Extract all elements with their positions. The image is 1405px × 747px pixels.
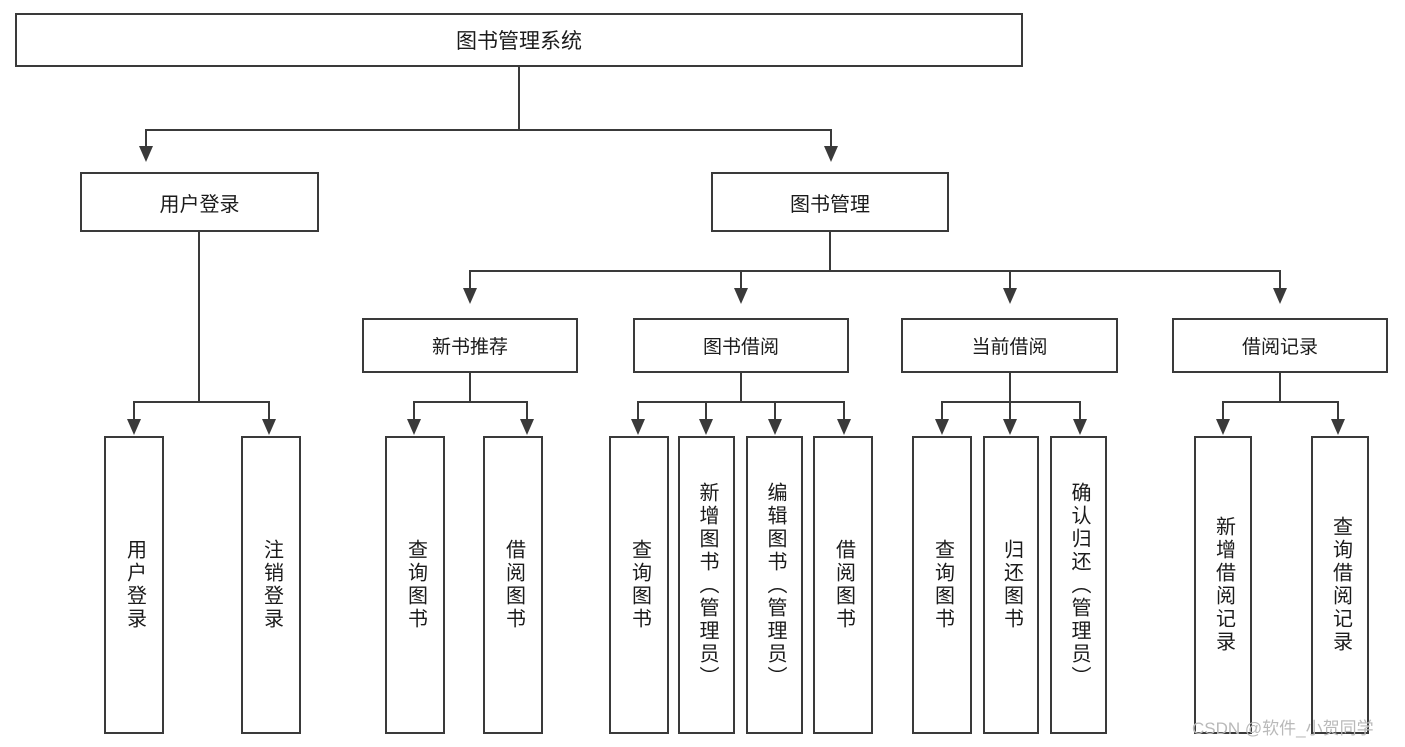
node-book-manage[interactable]: 图书管理 [711,172,949,232]
leaf-current-query-book[interactable]: 查询图书 [912,436,972,734]
connector-currentborrow-bus [941,401,1081,403]
connector-recommend-leg-1 [413,401,415,420]
node-label: 借阅图书 [502,539,525,631]
arrow-to-leaf-borrow-book-b [837,419,851,435]
connector-root-bus [145,129,832,131]
node-current-borrow[interactable]: 当前借阅 [901,318,1118,373]
connector-currentborrow-leg-3 [1079,401,1081,420]
connector-level3-bus [469,270,1281,272]
connector-root-leg-right [830,129,832,148]
node-label: 注销登录 [260,539,283,631]
node-label: 编辑图书（管理员） [764,481,786,689]
connector-level3-leg-3 [1009,270,1011,289]
node-label: 查询图书 [931,539,954,631]
csdn-watermark: CSDN @软件_小贺同学 [1192,719,1374,738]
leaf-borrow-add-book[interactable]: 新增图书（管理员） [678,436,735,734]
leaf-record-query[interactable]: 查询借阅记录 [1311,436,1369,734]
node-label: 查询图书 [628,539,651,631]
node-book-borrow[interactable]: 图书借阅 [633,318,849,373]
node-label: 查询图书 [404,539,427,631]
node-label: 查询借阅记录 [1329,516,1352,654]
arrow-to-leaf-return-book [1003,419,1017,435]
node-label: 新增借阅记录 [1212,516,1235,654]
connector-currentborrow-stem [1009,373,1011,402]
arrow-to-leaf-logout [262,419,276,435]
connector-bookborrow-leg-3 [774,401,776,420]
connector-recommend-bus [413,401,528,403]
leaf-recommend-borrow-book[interactable]: 借阅图书 [483,436,543,734]
connector-borrowrecord-leg-1 [1222,401,1224,420]
node-label: 图书管理系统 [456,30,582,53]
arrow-to-leaf-add-book [699,419,713,435]
arrow-to-leaf-add-record [1216,419,1230,435]
arrow-to-user-login [139,146,153,162]
connector-level3-leg-4 [1279,270,1281,289]
node-label: 用户登录 [159,193,240,216]
connector-currentborrow-leg-2 [1009,401,1011,420]
arrow-to-leaf-query-book-a [407,419,421,435]
node-new-book-recommend[interactable]: 新书推荐 [362,318,578,373]
arrow-to-new-book-recommend [463,288,477,304]
arrow-to-borrow-record [1273,288,1287,304]
connector-recommend-stem [469,373,471,402]
node-label: 图书借阅 [702,337,779,358]
connector-bookborrow-bus [637,401,845,403]
connector-userlogin-stem [198,232,200,402]
connector-borrowrecord-stem [1279,373,1281,402]
leaf-borrow-borrow-book[interactable]: 借阅图书 [813,436,873,734]
arrow-to-leaf-query-book-b [631,419,645,435]
node-label: 新增图书（管理员） [696,481,718,689]
connector-bookmanage-stem [829,232,831,271]
connector-borrowrecord-bus [1222,401,1339,403]
node-label: 确认归还（管理员） [1068,481,1090,689]
leaf-current-return-book[interactable]: 归还图书 [983,436,1039,734]
leaf-borrow-edit-book[interactable]: 编辑图书（管理员） [746,436,803,734]
connector-bookborrow-leg-2 [705,401,707,420]
node-user-login[interactable]: 用户登录 [80,172,319,232]
connector-root-leg-left [145,129,147,148]
node-label: 当前借阅 [971,337,1048,358]
node-label: 借阅记录 [1241,337,1318,358]
connector-level3-leg-2 [740,270,742,289]
connector-userlogin-bus [133,401,269,403]
connector-recommend-leg-2 [526,401,528,420]
connector-root-stem [518,67,520,130]
arrow-to-leaf-query-record [1331,419,1345,435]
node-label: 借阅图书 [832,539,855,631]
node-root-system[interactable]: 图书管理系统 [15,13,1023,67]
arrow-to-book-manage [824,146,838,162]
node-label: 归还图书 [1000,539,1023,631]
arrow-to-leaf-edit-book [768,419,782,435]
leaf-current-confirm-return[interactable]: 确认归还（管理员） [1050,436,1107,734]
connector-level3-leg-1 [469,270,471,289]
leaf-borrow-query-book[interactable]: 查询图书 [609,436,669,734]
connector-bookborrow-stem [740,373,742,402]
leaf-record-add[interactable]: 新增借阅记录 [1194,436,1252,734]
arrow-to-leaf-borrow-book-a [520,419,534,435]
leaf-logout[interactable]: 注销登录 [241,436,301,734]
leaf-user-login[interactable]: 用户登录 [104,436,164,734]
connector-currentborrow-leg-1 [941,401,943,420]
connector-bookborrow-leg-1 [637,401,639,420]
leaf-recommend-query-book[interactable]: 查询图书 [385,436,445,734]
node-label: 新书推荐 [431,337,508,358]
node-borrow-record[interactable]: 借阅记录 [1172,318,1388,373]
arrow-to-book-borrow [734,288,748,304]
connector-userlogin-leg-1 [133,401,135,420]
arrow-to-leaf-query-book-c [935,419,949,435]
arrow-to-leaf-user-login [127,419,141,435]
connector-borrowrecord-leg-2 [1337,401,1339,420]
arrow-to-leaf-confirm-return [1073,419,1087,435]
connector-userlogin-leg-2 [268,401,270,420]
connector-bookborrow-leg-4 [843,401,845,420]
node-label: 用户登录 [123,539,146,631]
arrow-to-current-borrow [1003,288,1017,304]
node-label: 图书管理 [790,193,870,216]
